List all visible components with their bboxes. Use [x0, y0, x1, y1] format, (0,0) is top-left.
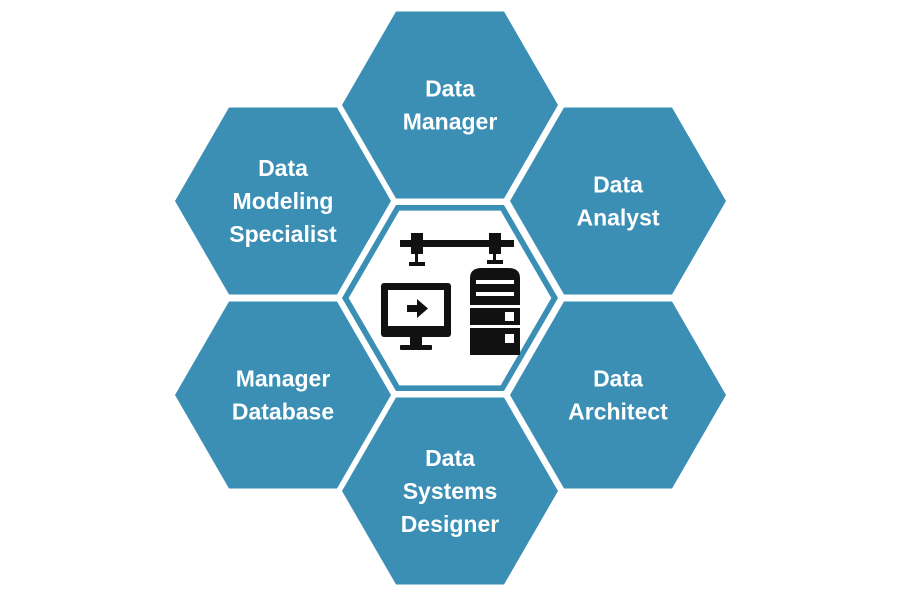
role-hexagon-ring: DataManagerDataAnalystDataArchitectDataS… — [175, 11, 726, 585]
hexagon-label-line: Analyst — [576, 205, 659, 231]
computer-connected-to-server-icon — [381, 233, 520, 355]
hexagon-label-line: Data — [593, 172, 643, 198]
center-hexagon — [342, 205, 558, 391]
server-icon — [470, 268, 520, 355]
hexagon-label-line: Systems — [403, 478, 498, 504]
hexagon-label-line: Database — [232, 399, 334, 425]
hexagon-shape — [510, 301, 726, 489]
hexagon-label-line: Designer — [401, 511, 499, 537]
hexagon-shape — [342, 397, 558, 585]
monitor-icon — [381, 283, 451, 350]
hexagon-label-line: Architect — [568, 399, 668, 425]
hexagon-shape — [175, 301, 391, 489]
hexagon-shape — [342, 11, 558, 199]
hexagon-label-line: Specialist — [229, 221, 337, 247]
hexagon-label-line: Data — [425, 445, 475, 471]
hexagon-shape — [510, 107, 726, 295]
hexagon-label-line: Data — [593, 366, 643, 392]
hexagon-label-line: Manager — [236, 366, 331, 392]
hexagon-label-line: Manager — [403, 109, 498, 135]
hexagon-label-line: Data — [258, 155, 308, 181]
hexagon-label-line: Modeling — [233, 188, 334, 214]
hexagon-shape — [175, 107, 391, 295]
hexagon-label-line: Data — [425, 76, 475, 102]
